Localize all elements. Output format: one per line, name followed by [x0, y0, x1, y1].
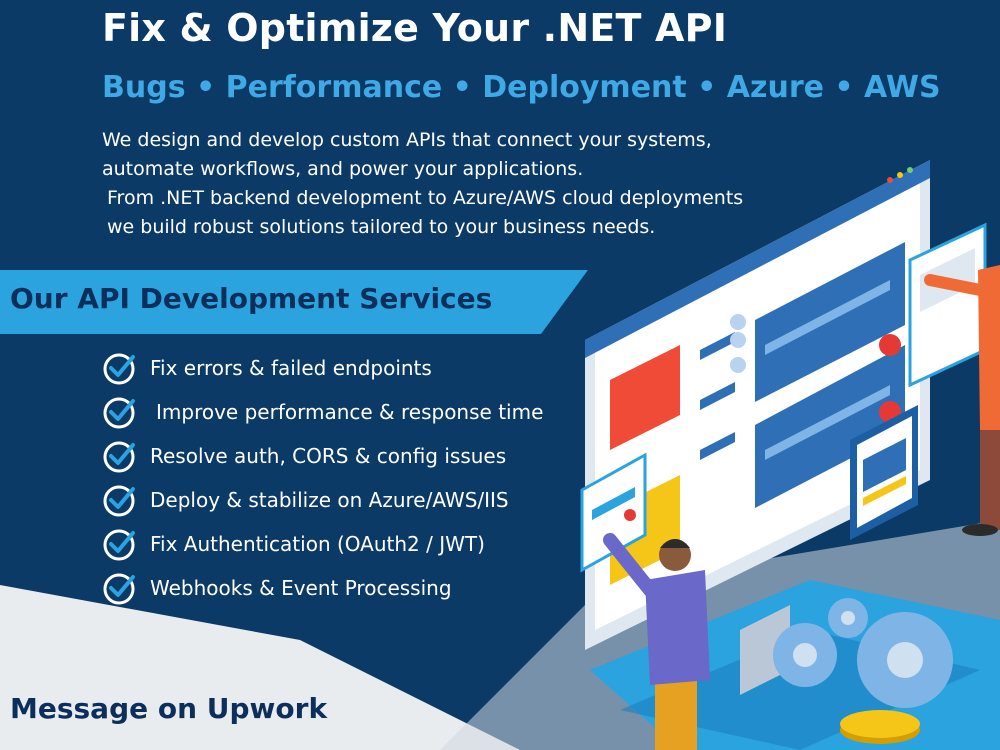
service-item: Resolve auth, CORS & config issues — [102, 434, 543, 478]
check-circle-icon — [103, 573, 135, 605]
services-banner — [0, 270, 588, 334]
page-subtitle: Bugs • Performance • Deployment • Azure … — [102, 70, 941, 105]
service-item: Fix errors & failed endpoints — [102, 346, 543, 390]
page-title: Fix & Optimize Your .NET API — [102, 6, 728, 50]
service-item: Webhooks & Event Processing — [102, 566, 543, 610]
intro-paragraph-2: From .NET backend development to Azure/A… — [107, 187, 744, 238]
person-icon — [603, 533, 710, 750]
monitor-icon — [585, 160, 930, 695]
cta-message-upwork[interactable]: Message on Upwork — [10, 692, 328, 725]
check-circle-icon — [103, 485, 135, 517]
service-list: Fix errors & failed endpoints Improve pe… — [102, 346, 543, 610]
intro-text: We design and develop custom APIs that c… — [102, 126, 752, 242]
tablet-icon — [850, 405, 918, 540]
service-label: Resolve auth, CORS & config issues — [150, 444, 507, 468]
check-circle-icon — [103, 353, 135, 385]
coin-icon — [840, 710, 920, 744]
service-label: Webhooks & Event Processing — [150, 576, 452, 600]
services-heading: Our API Development Services — [10, 282, 493, 315]
check-circle-icon — [103, 441, 135, 473]
service-item: Fix Authentication (OAuth2 / JWT) — [102, 522, 543, 566]
service-label: Deploy & stabilize on Azure/AWS/IIS — [150, 488, 509, 512]
developer-illustration — [580, 160, 1000, 750]
service-item: Deploy & stabilize on Azure/AWS/IIS — [102, 478, 543, 522]
service-label: Fix Authentication (OAuth2 / JWT) — [150, 532, 485, 556]
intro-paragraph-1: We design and develop custom APIs that c… — [102, 129, 712, 180]
check-circle-icon — [103, 397, 135, 429]
check-circle-icon — [103, 529, 135, 561]
gear-icon — [773, 598, 953, 708]
service-label: Fix errors & failed endpoints — [150, 356, 432, 380]
service-item: Improve performance & response time — [102, 390, 543, 434]
person-icon — [924, 265, 1000, 536]
service-label: Improve performance & response time — [156, 400, 544, 424]
